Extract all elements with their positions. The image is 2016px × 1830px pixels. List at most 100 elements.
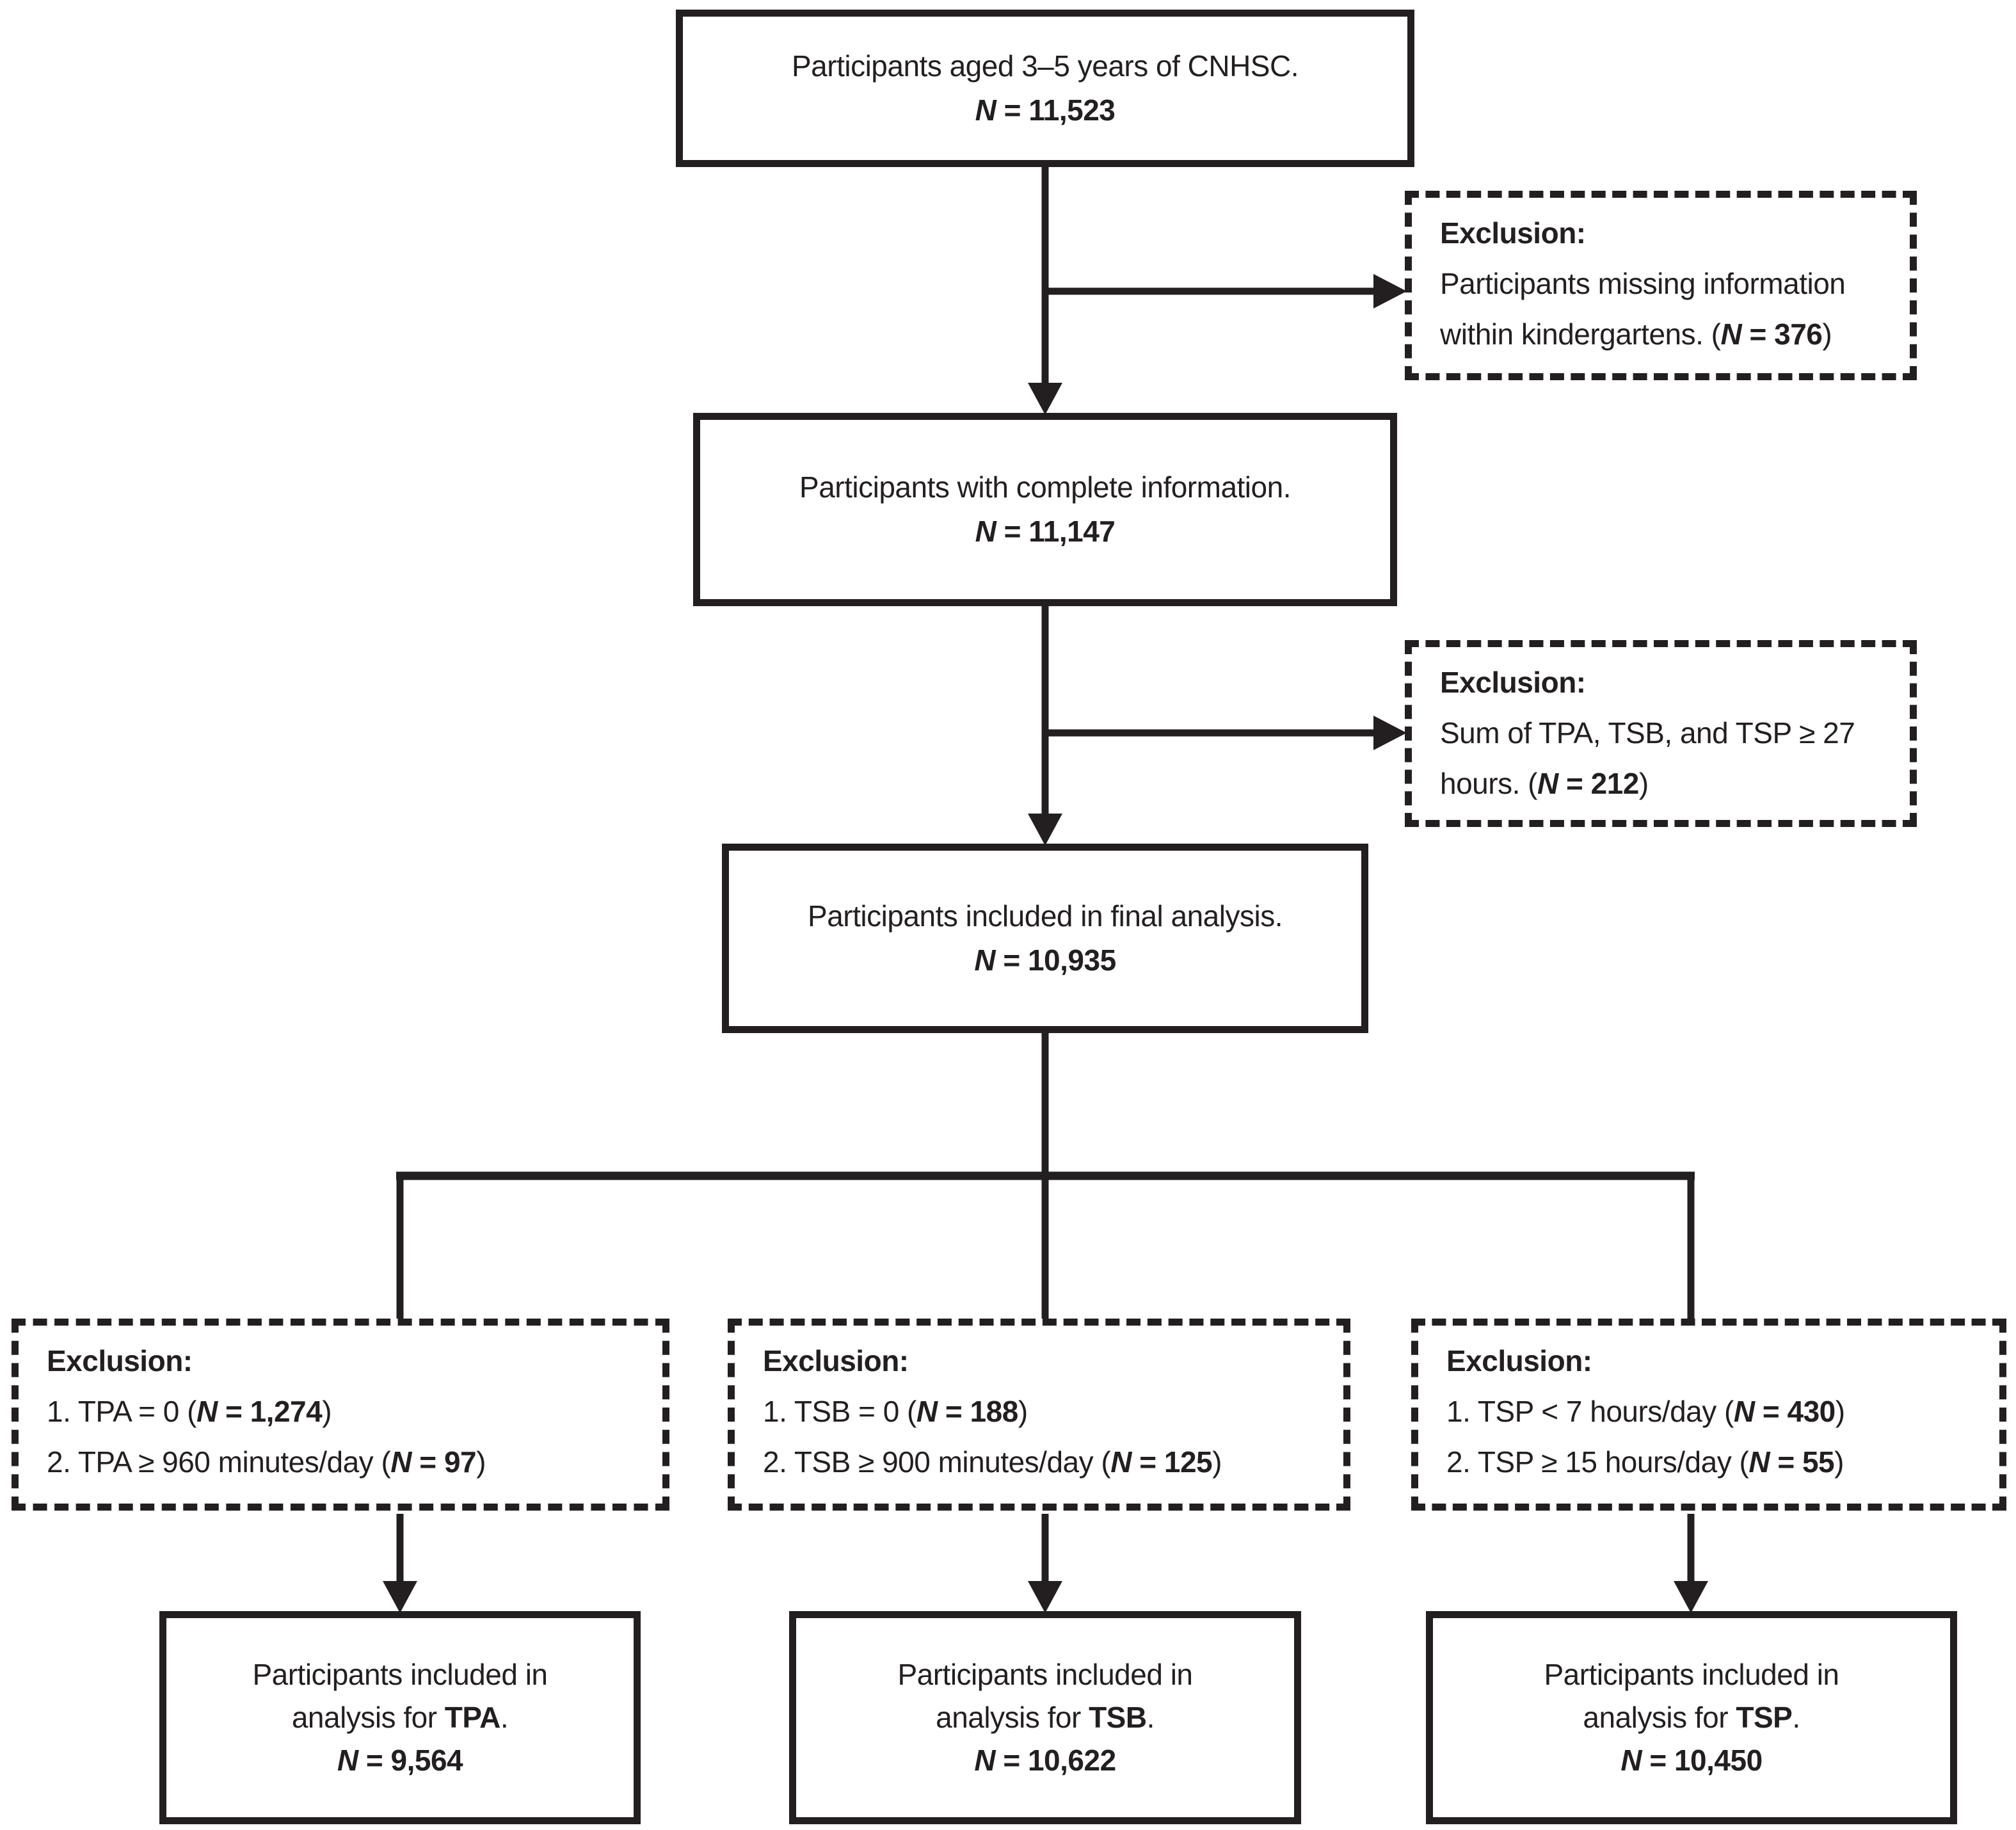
exclusion-kindergarten-line1: Participants missing information xyxy=(1440,267,1846,301)
arrowhead-into-exclusion-kindergarten xyxy=(1373,274,1407,309)
box-analysis-tpa: Participants included in analysis for TP… xyxy=(159,1611,641,1824)
box-cohort-n-line: N = 11,523 xyxy=(975,88,1116,132)
text-segment: . xyxy=(1792,1701,1800,1735)
text-segment: ) xyxy=(476,1445,486,1479)
exclusion-tsb-item1: 1. TSB = 0 (N = 188) xyxy=(763,1386,1315,1437)
box-cohort-text: Participants aged 3–5 years of CNHSC. xyxy=(791,49,1299,83)
n-value: = 55 xyxy=(1770,1445,1835,1479)
n-label: N xyxy=(975,93,996,127)
n-value: = 1,274 xyxy=(217,1395,323,1429)
arrowhead-into-analysis-tsp xyxy=(1674,1581,1708,1613)
exclusion-title: Exclusion: xyxy=(47,1344,193,1377)
text-segment: analysis for xyxy=(1583,1701,1736,1735)
exclusion-tpa-item2: 2. TPA ≥ 960 minutes/day (N = 97) xyxy=(47,1437,634,1488)
exclusion-title: Exclusion: xyxy=(763,1344,909,1377)
exclusion-tpa: Exclusion: 1. TPA = 0 (N = 1,274) 2. TPA… xyxy=(12,1319,669,1511)
n-label: N xyxy=(1720,317,1742,351)
text-segment: 1. TSB = 0 ( xyxy=(763,1395,916,1429)
exclusion-tsp-item2: 2. TSP ≥ 15 hours/day (N = 55) xyxy=(1446,1437,1971,1488)
exclusion-sum-hours: Exclusion: Sum of TPA, TSB, and TSP ≥ 27… xyxy=(1405,640,1917,827)
n-value: = 125 xyxy=(1131,1445,1213,1479)
text-segment: 2. TPA ≥ 960 minutes/day ( xyxy=(47,1445,391,1479)
box-analysis-tsb-n-line: N = 10,622 xyxy=(974,1739,1116,1782)
n-value: = 11,523 xyxy=(996,93,1116,127)
exclusion-kindergarten: Exclusion: Participants missing informat… xyxy=(1405,191,1917,380)
box-analysis-tsp-line1: Participants included in xyxy=(1544,1658,1839,1692)
n-value: = 9,564 xyxy=(358,1743,463,1777)
metric-label: TSP xyxy=(1736,1701,1793,1735)
box-analysis-tsp-line2: analysis for TSP. xyxy=(1583,1696,1800,1739)
box-final-n-line: N = 10,935 xyxy=(974,938,1116,983)
box-cohort: Participants aged 3–5 years of CNHSC. N … xyxy=(676,10,1414,167)
box-analysis-tsb-line1: Participants included in xyxy=(897,1658,1193,1692)
text-segment: 2. TSP ≥ 15 hours/day ( xyxy=(1446,1445,1749,1479)
exclusion-tpa-item1: 1. TPA = 0 (N = 1,274) xyxy=(47,1386,634,1437)
n-label: N xyxy=(1733,1395,1755,1429)
text-segment: ) xyxy=(1834,1445,1844,1479)
text-segment: analysis for xyxy=(291,1701,445,1735)
exclusion-tsb-item2: 2. TSB ≥ 900 minutes/day (N = 125) xyxy=(763,1437,1315,1488)
text-segment: . xyxy=(1146,1701,1155,1735)
exclusion-title: Exclusion: xyxy=(1446,1344,1592,1377)
box-complete-text: Participants with complete information. xyxy=(799,470,1291,504)
n-value: = 10,450 xyxy=(1642,1743,1763,1777)
n-label: N xyxy=(1748,1445,1770,1479)
n-label: N xyxy=(196,1395,218,1429)
n-value: = 376 xyxy=(1741,317,1823,351)
exclusion-kindergarten-line2: within kindergartens. (N = 376) xyxy=(1440,309,1882,360)
text-segment: ) xyxy=(1822,317,1832,351)
n-value: = 430 xyxy=(1754,1395,1836,1429)
text-segment: within kindergartens. ( xyxy=(1440,317,1721,351)
box-analysis-tpa-line2: analysis for TPA. xyxy=(291,1696,509,1739)
n-label: N xyxy=(974,943,996,977)
box-analysis-tsb-line2: analysis for TSB. xyxy=(936,1696,1155,1739)
arrowhead-into-final xyxy=(1028,814,1062,846)
n-label: N xyxy=(916,1395,938,1429)
box-analysis-tsb: Participants included in analysis for TS… xyxy=(789,1611,1301,1824)
n-value: = 10,935 xyxy=(995,943,1116,977)
box-final-text: Participants included in final analysis. xyxy=(808,899,1283,933)
n-value: = 212 xyxy=(1558,767,1639,801)
n-value: = 188 xyxy=(937,1395,1018,1429)
n-value: = 10,622 xyxy=(995,1743,1116,1777)
box-analysis-tsp: Participants included in analysis for TS… xyxy=(1426,1611,1957,1824)
box-analysis-tpa-line1: Participants included in xyxy=(252,1658,548,1692)
text-segment: analysis for xyxy=(936,1701,1089,1735)
text-segment: . xyxy=(500,1701,509,1735)
n-label: N xyxy=(974,1743,996,1777)
arrowhead-into-complete xyxy=(1028,383,1062,415)
n-label: N xyxy=(975,515,996,548)
n-label: N xyxy=(1537,767,1558,801)
box-analysis-tpa-n-line: N = 9,564 xyxy=(337,1739,463,1782)
exclusion-sum-hours-line1: Sum of TPA, TSB, and TSP ≥ 27 xyxy=(1440,716,1855,750)
text-segment: hours. ( xyxy=(1440,767,1537,801)
n-label: N xyxy=(337,1743,358,1777)
arrowhead-into-analysis-tpa xyxy=(383,1581,417,1613)
n-value: = 11,147 xyxy=(996,515,1116,548)
box-complete-info: Participants with complete information. … xyxy=(693,413,1397,606)
n-label: N xyxy=(1620,1743,1642,1777)
exclusion-title: Exclusion: xyxy=(1440,216,1586,250)
text-segment: 1. TSP < 7 hours/day ( xyxy=(1446,1395,1734,1429)
box-complete-n-line: N = 11,147 xyxy=(975,510,1116,554)
exclusion-title: Exclusion: xyxy=(1440,666,1586,699)
arrowhead-into-analysis-tsb xyxy=(1028,1581,1062,1613)
metric-label: TPA xyxy=(444,1701,501,1735)
exclusion-tsb: Exclusion: 1. TSB = 0 (N = 188) 2. TSB ≥… xyxy=(728,1319,1350,1511)
text-segment: ) xyxy=(1835,1395,1845,1429)
text-segment: ) xyxy=(1638,767,1649,801)
box-final-analysis: Participants included in final analysis.… xyxy=(722,844,1368,1033)
arrowhead-into-exclusion-sum-hours xyxy=(1373,716,1407,750)
text-segment: 1. TPA = 0 ( xyxy=(47,1395,196,1429)
text-segment: ) xyxy=(1212,1445,1222,1479)
text-segment: ) xyxy=(1018,1395,1028,1429)
text-segment: ) xyxy=(322,1395,332,1429)
box-analysis-tsp-n-line: N = 10,450 xyxy=(1620,1739,1763,1782)
n-label: N xyxy=(1110,1445,1132,1479)
n-label: N xyxy=(390,1445,412,1479)
n-value: = 97 xyxy=(412,1445,477,1479)
exclusion-tsp-item1: 1. TSP < 7 hours/day (N = 430) xyxy=(1446,1386,1971,1437)
exclusion-tsp: Exclusion: 1. TSP < 7 hours/day (N = 430… xyxy=(1411,1319,2006,1511)
